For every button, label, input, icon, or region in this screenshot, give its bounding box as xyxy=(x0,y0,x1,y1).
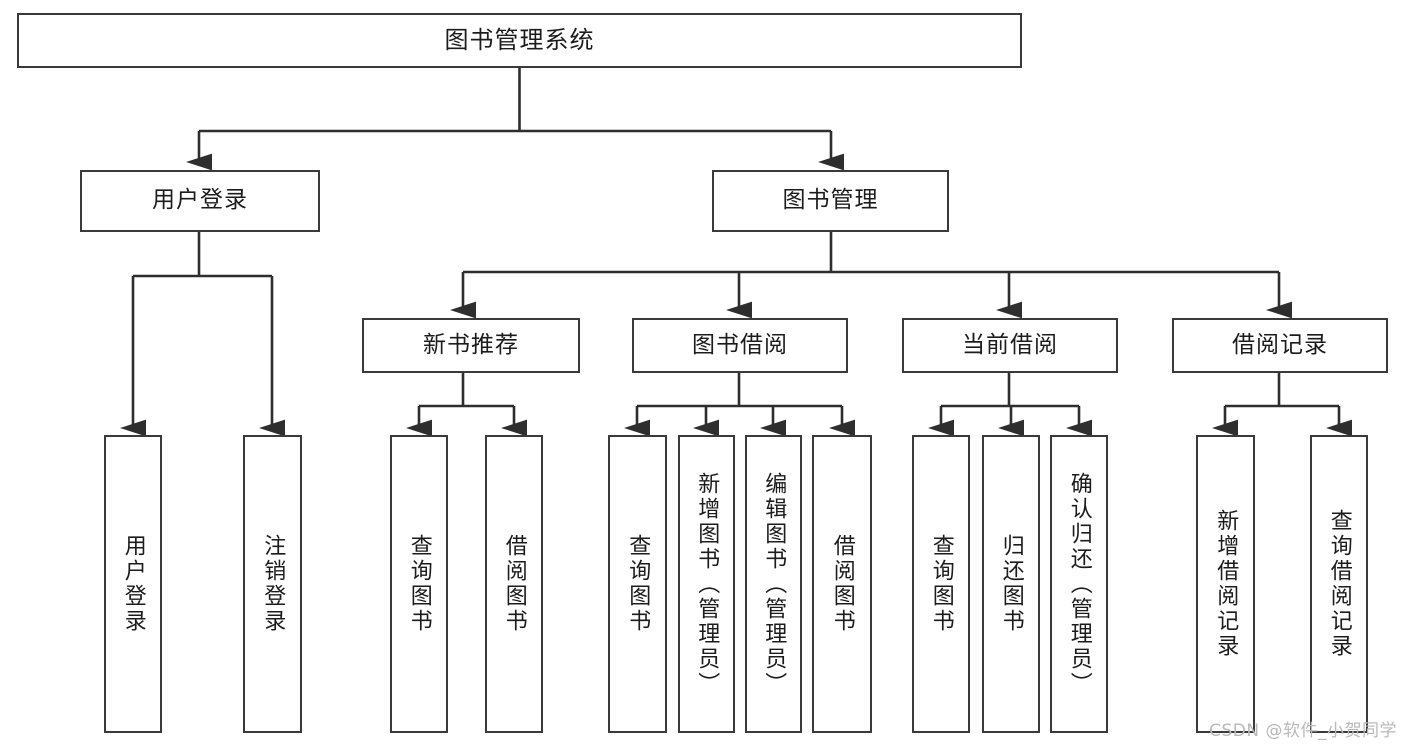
leaf-new-book-borrow[interactable]: 借阅图书 xyxy=(485,435,543,733)
leaf-record-add-record[interactable]: 新增借阅记录 xyxy=(1196,435,1255,733)
leaf-new-book-query[interactable]: 查询图书 xyxy=(390,435,448,733)
leaf-current-return-book[interactable]: 归还图书 xyxy=(982,435,1040,733)
node-label: 新增图书（管理员） xyxy=(694,471,720,697)
csdn-watermark: CSDN @软件_小贺同学 xyxy=(1209,721,1397,741)
node-label: 查询图书 xyxy=(928,534,954,634)
node-borrow-record[interactable]: 借阅记录 xyxy=(1172,318,1388,373)
node-new-book-recommend[interactable]: 新书推荐 xyxy=(362,318,580,373)
node-label: 归还图书 xyxy=(998,534,1024,634)
leaf-current-query-book[interactable]: 查询图书 xyxy=(912,435,970,733)
node-label: 图书借阅 xyxy=(692,331,788,358)
leaf-borrow-add-book-admin[interactable]: 新增图书（管理员） xyxy=(678,435,735,733)
node-label: 当前借阅 xyxy=(962,331,1058,358)
leaf-current-confirm-return-admin[interactable]: 确认归还（管理员） xyxy=(1050,435,1108,733)
node-label: 图书管理系统 xyxy=(444,26,595,55)
node-label: 编辑图书（管理员） xyxy=(761,471,787,697)
node-current-borrow[interactable]: 当前借阅 xyxy=(902,318,1118,373)
leaf-user-login-login[interactable]: 用户登录 xyxy=(104,435,162,733)
node-label: 查询图书 xyxy=(625,534,651,634)
node-label: 确认归还（管理员） xyxy=(1066,471,1092,697)
node-label: 图书管理 xyxy=(782,187,879,214)
node-root-system[interactable]: 图书管理系统 xyxy=(17,13,1022,68)
leaf-user-login-logout[interactable]: 注销登录 xyxy=(243,435,302,733)
node-label: 借阅记录 xyxy=(1232,331,1328,358)
node-label: 用户登录 xyxy=(152,187,248,214)
leaf-borrow-edit-book-admin[interactable]: 编辑图书（管理员） xyxy=(745,435,802,733)
node-label: 注销登录 xyxy=(260,534,286,634)
node-label: 借阅图书 xyxy=(829,534,855,634)
node-label: 新书推荐 xyxy=(423,331,519,358)
node-book-management[interactable]: 图书管理 xyxy=(712,170,949,232)
leaf-record-query-record[interactable]: 查询借阅记录 xyxy=(1310,435,1368,733)
node-label: 查询图书 xyxy=(406,534,432,634)
node-label: 借阅图书 xyxy=(501,534,527,634)
node-label: 新增借阅记录 xyxy=(1213,509,1239,659)
leaf-borrow-query-book[interactable]: 查询图书 xyxy=(608,435,667,733)
node-user-login[interactable]: 用户登录 xyxy=(80,170,320,232)
node-label: 用户登录 xyxy=(120,534,146,634)
leaf-borrow-borrow-book[interactable]: 借阅图书 xyxy=(812,435,872,733)
node-book-borrow[interactable]: 图书借阅 xyxy=(632,318,848,373)
node-label: 查询借阅记录 xyxy=(1326,509,1352,659)
